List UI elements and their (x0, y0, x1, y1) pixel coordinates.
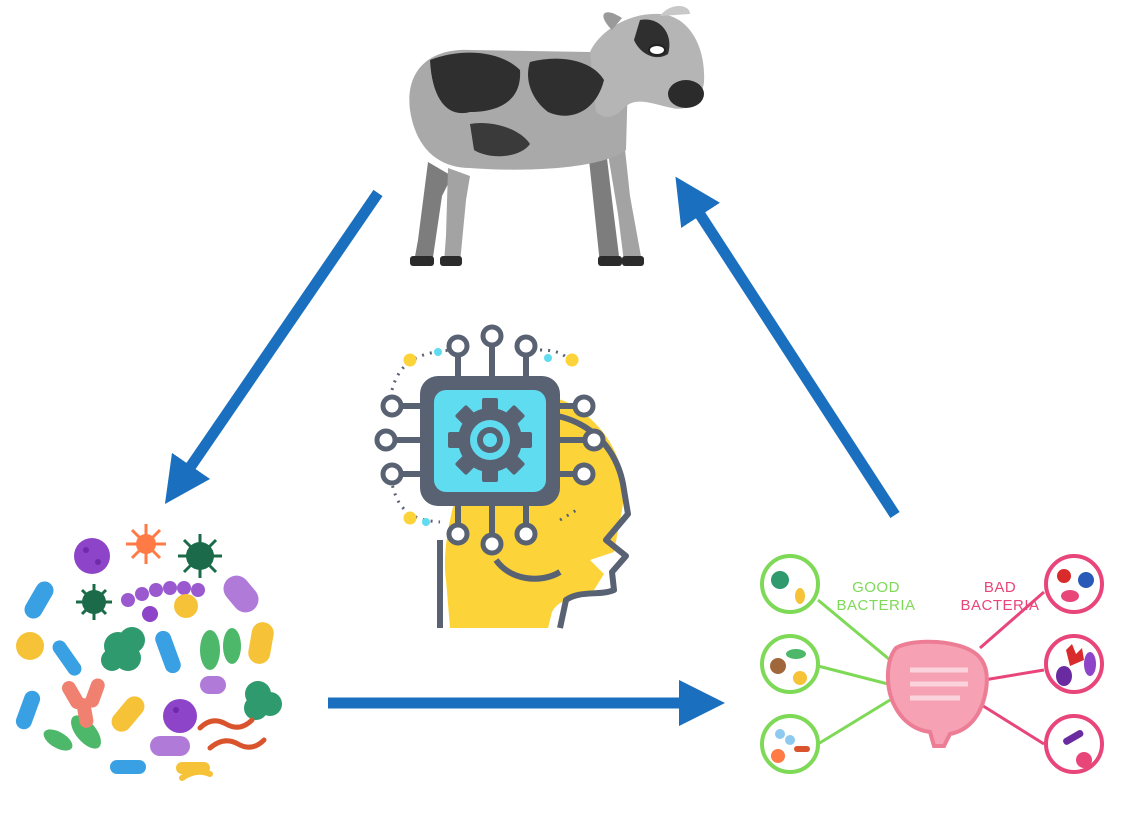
intestine (885, 639, 989, 748)
ai-head-icon (374, 324, 631, 629)
microbes-icon (15, 524, 282, 781)
arrow-gut-to-calf (675, 176, 900, 518)
good-bacteria-label-line1: GOOD (852, 579, 900, 596)
bad-bacteria-label-line1: BAD (984, 579, 1016, 596)
gut-bacteria-icon: GOOD BACTERIA BAD BACTERIA (760, 554, 1104, 774)
cycle-arrows (164, 176, 900, 727)
arrow-calf-to-microbes (164, 189, 383, 505)
good-bacteria-label-line2: BACTERIA (836, 597, 915, 614)
calf-icon (409, 6, 705, 266)
bad-bacteria-label-line2: BACTERIA (960, 597, 1039, 614)
